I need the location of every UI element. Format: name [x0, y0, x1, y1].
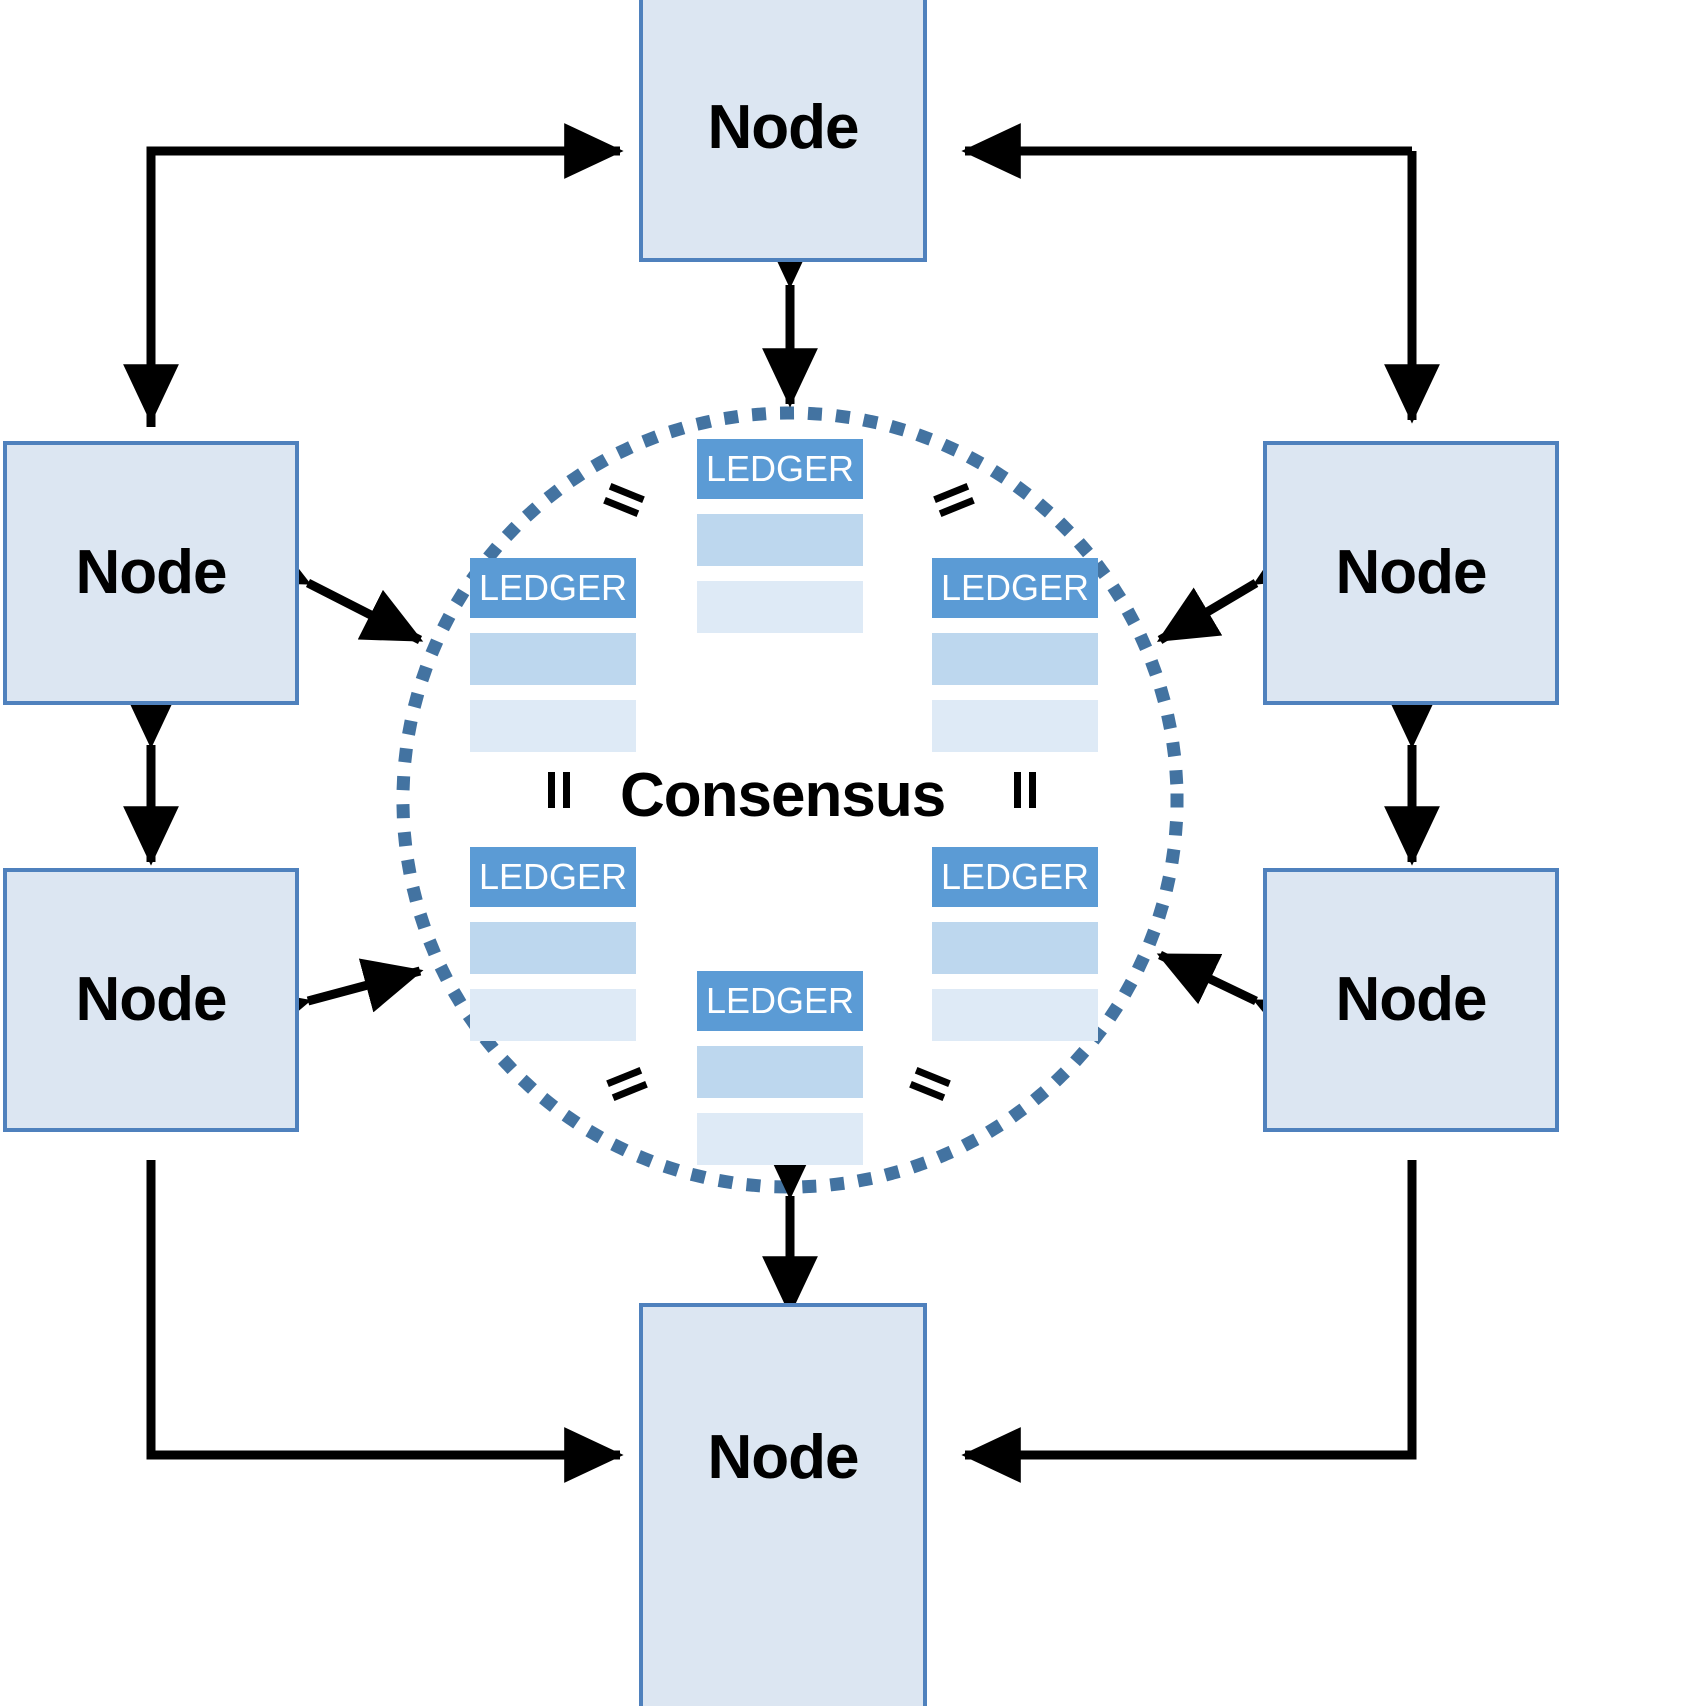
- ledger-row-dark: [697, 514, 863, 566]
- ledger-header: LEDGER: [697, 439, 863, 499]
- ledger-header: LEDGER: [932, 847, 1098, 907]
- connector-rightlower-spoke: [1156, 950, 1319, 1051]
- ledger-row-light: [932, 989, 1098, 1041]
- ledger-row-dark: [470, 633, 636, 685]
- connector-leftupper-spoke: [245, 532, 424, 645]
- node-label: Node: [75, 965, 228, 1034]
- ledger-card-bottom[interactable]: LEDGER: [697, 971, 863, 1165]
- ledger-row-dark: [932, 633, 1098, 685]
- connector-leftlower-spoke: [246, 958, 424, 1043]
- ledger-row-dark: [697, 1046, 863, 1098]
- ledger-header: LEDGER: [470, 558, 636, 618]
- equals-icon-top-right: [933, 483, 975, 517]
- ledger-card-upper-left[interactable]: LEDGER: [470, 558, 636, 752]
- equals-icon-bottom-right: [909, 1067, 951, 1101]
- ledger-row-dark: [470, 922, 636, 974]
- node-box-left-upper[interactable]: Node: [3, 441, 299, 705]
- node-box-top[interactable]: Node: [639, 0, 927, 262]
- ledger-card-lower-left[interactable]: LEDGER: [470, 847, 636, 1041]
- ledger-card-top[interactable]: LEDGER: [697, 439, 863, 633]
- node-label: Node: [75, 538, 228, 607]
- ledger-card-lower-right[interactable]: LEDGER: [932, 847, 1098, 1041]
- connector-bottomleft: [146, 1160, 624, 1483]
- ledger-row-light: [932, 700, 1098, 752]
- ledger-row-light: [470, 700, 636, 752]
- connector-topleft: [123, 123, 624, 427]
- connector-topright: [961, 123, 1440, 424]
- node-label: Node: [707, 1422, 860, 1492]
- node-label: Node: [1335, 538, 1488, 607]
- ledger-header: LEDGER: [932, 558, 1098, 618]
- node-label: Node: [707, 93, 860, 162]
- node-box-bottom[interactable]: Node: [639, 1303, 927, 1706]
- connector-bottomright: [961, 1160, 1417, 1483]
- equals-icon-mid-right: [1014, 772, 1036, 808]
- ledger-row-light: [697, 1113, 863, 1165]
- ledger-row-dark: [932, 922, 1098, 974]
- connector-rightupper-spoke: [1156, 530, 1319, 644]
- ledger-card-upper-right[interactable]: LEDGER: [932, 558, 1098, 752]
- ledger-header: LEDGER: [697, 971, 863, 1031]
- equals-icon-mid-left: [548, 772, 570, 808]
- ledger-row-light: [697, 581, 863, 633]
- consensus-label: Consensus: [620, 761, 946, 830]
- consensus-circle: [396, 406, 1184, 1194]
- ledger-row-light: [470, 989, 636, 1041]
- node-box-right-upper[interactable]: Node: [1263, 441, 1559, 705]
- node-box-left-lower[interactable]: Node: [3, 868, 299, 1132]
- equals-icon-top-left: [603, 483, 645, 517]
- node-box-right-lower[interactable]: Node: [1263, 868, 1559, 1132]
- ledger-header: LEDGER: [470, 847, 636, 907]
- node-label: Node: [1335, 965, 1488, 1034]
- equals-icon-bottom-left: [606, 1067, 648, 1101]
